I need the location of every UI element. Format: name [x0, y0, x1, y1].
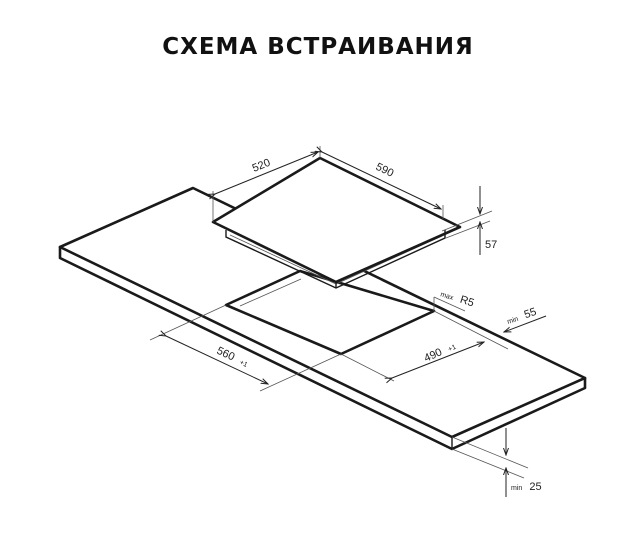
dimension-countertop-thickness: min 25 [451, 428, 542, 497]
svg-text:min 25: min 25 [511, 475, 542, 494]
svg-text:min 55: min 55 [503, 300, 538, 328]
dimension-57: 57 [441, 186, 497, 255]
hob [211, 156, 462, 289]
dimension-490: 490 +1 [340, 335, 484, 381]
corner-radius-note: max R5 [433, 282, 478, 312]
page-title: СХЕМА ВСТРАИВАНИЯ [162, 34, 474, 60]
svg-text:57: 57 [485, 239, 497, 251]
svg-text:max R5: max R5 [439, 282, 478, 311]
svg-text:590: 590 [374, 161, 396, 180]
edge-distance-note: min 55 [433, 300, 547, 350]
svg-text:560 +1: 560 +1 [214, 339, 252, 370]
svg-text:490 +1: 490 +1 [420, 335, 458, 366]
